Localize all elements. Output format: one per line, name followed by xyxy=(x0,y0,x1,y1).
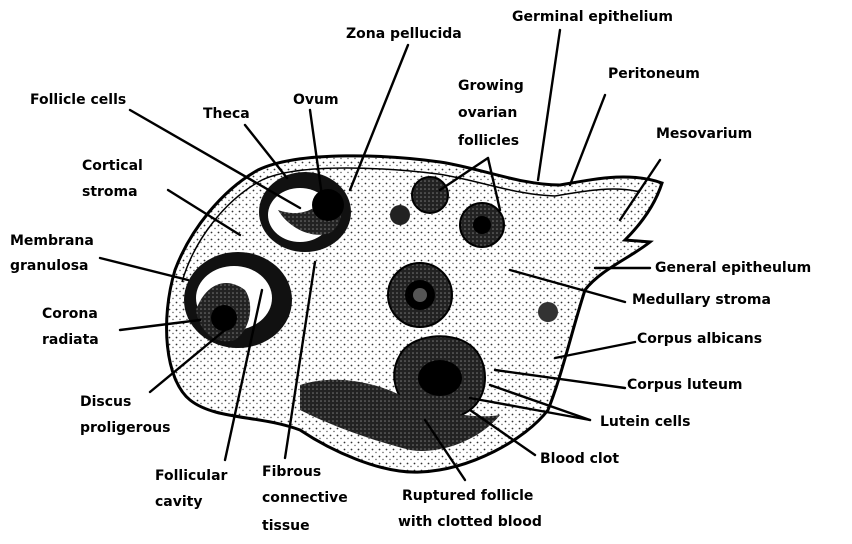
label-corpus-luteum: Corpus luteum xyxy=(627,377,743,393)
label-fibrous-3: tissue xyxy=(262,518,310,534)
label-medullary-stroma: Medullary stroma xyxy=(632,292,771,308)
label-growing-3: follicles xyxy=(458,133,519,149)
ovum-top xyxy=(312,189,344,221)
label-general-epithelium: General epitheulum xyxy=(655,260,811,276)
graafian-follicle xyxy=(184,252,292,348)
corpus-albicans-shape xyxy=(538,302,558,322)
label-membrana-2: granulosa xyxy=(10,258,89,274)
label-fibrous-1: Fibrous xyxy=(262,464,321,480)
label-corpus-albicans: Corpus albicans xyxy=(637,331,762,347)
label-germinal-epithelium: Germinal epithelium xyxy=(512,9,673,25)
label-zona-pellucida: Zona pellucida xyxy=(346,26,462,42)
label-peritoneum: Peritoneum xyxy=(608,66,700,82)
label-growing-2: ovarian xyxy=(458,105,517,121)
label-follicle-cells: Follicle cells xyxy=(30,92,126,108)
label-theca: Theca xyxy=(203,106,250,122)
central-follicle xyxy=(388,263,452,327)
label-discus-2: proligerous xyxy=(80,420,170,436)
label-follicular-2: cavity xyxy=(155,494,203,510)
mature-follicle-top xyxy=(259,172,351,252)
label-cortical-2: stroma xyxy=(82,184,138,200)
label-follicular-1: Follicular xyxy=(155,468,228,484)
label-ruptured-1: Ruptured follicle xyxy=(402,488,533,504)
label-growing-1: Growing xyxy=(458,78,524,94)
label-corona-1: Corona xyxy=(42,306,98,322)
label-corona-2: radiata xyxy=(42,332,99,348)
label-ruptured-2: with clotted blood xyxy=(398,514,542,530)
label-mesovarium: Mesovarium xyxy=(656,126,752,142)
label-fibrous-2: connective xyxy=(262,490,348,506)
label-membrana-1: Membrana xyxy=(10,233,94,249)
label-cortical-1: Cortical xyxy=(82,158,143,174)
label-discus-1: Discus xyxy=(80,394,131,410)
label-blood-clot: Blood clot xyxy=(540,451,619,467)
label-ovum: Ovum xyxy=(293,92,339,108)
label-lutein-cells: Lutein cells xyxy=(600,414,690,430)
